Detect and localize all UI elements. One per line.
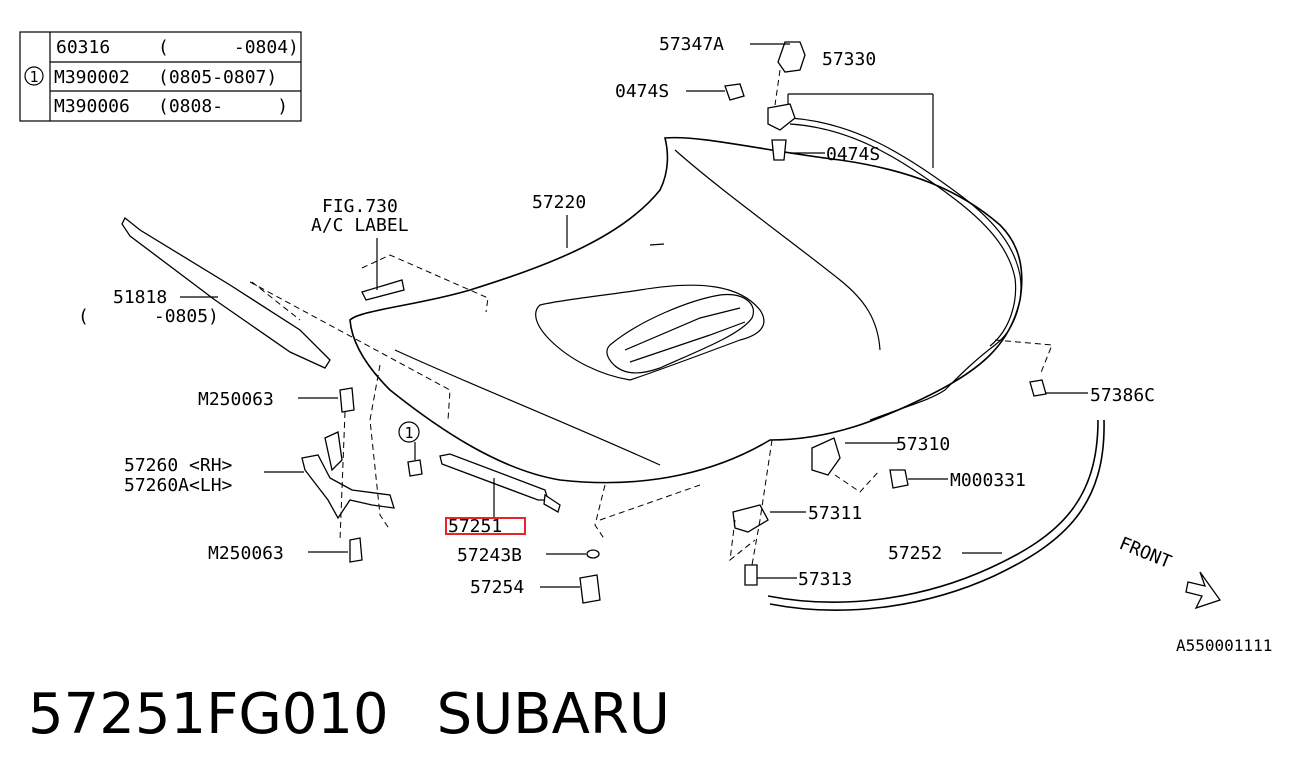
label-0474s-lower: 0474S (826, 144, 880, 165)
legend-part-1: 60316 (56, 37, 110, 58)
part-number: 57251FG010 (28, 682, 389, 747)
front-indicator: FRONT (1116, 533, 1222, 610)
ac-label (361, 238, 489, 313)
marker-circle (398, 421, 420, 443)
front-arrow-icon (1185, 571, 1222, 610)
label-57252: 57252 (888, 543, 942, 564)
label-m000331: M000331 (950, 470, 1026, 491)
label-57220: 57220 (532, 192, 586, 213)
label-0474s-upper: 0474S (615, 81, 669, 102)
label-51818: 51818 (113, 287, 167, 308)
diagram-code: A550001111 (1176, 636, 1273, 655)
seal-51818 (121, 216, 451, 421)
label-ac-label: A/C LABEL (311, 215, 409, 236)
cable-57330 (787, 93, 1022, 421)
legend-table: 1 60316 ( -0804) M390002 (0805-0807) M39… (19, 31, 302, 122)
label-57243b: 57243B (457, 545, 522, 566)
legend-range-1: ( -0804) (158, 37, 299, 58)
label-57251: 57251 (448, 516, 502, 537)
hinge-57260 (264, 364, 395, 563)
legend-marker: 1 (29, 68, 38, 86)
bracket-57311 (729, 439, 806, 586)
label-m250063-lower: M250063 (208, 543, 284, 564)
front-label: FRONT (1116, 533, 1174, 573)
strut-57251: 1 (398, 421, 561, 535)
brand-name: SUBARU (436, 682, 670, 747)
marker-1: 1 (404, 424, 413, 442)
legend-part-2: M390002 (54, 67, 130, 88)
label-51818-range: ( -0805) (78, 306, 219, 327)
weatherstrip-57252 (767, 419, 1105, 611)
label-57310: 57310 (896, 434, 950, 455)
legend-range-2: (0805-0807) (158, 67, 277, 88)
label-57313: 57313 (798, 569, 852, 590)
legend-marker-circle (24, 66, 44, 86)
hinge-57310 (811, 437, 948, 493)
label-57254: 57254 (470, 577, 524, 598)
bumpers (540, 484, 701, 604)
highlight-box (445, 517, 526, 535)
footer-title: 57251FG010 SUBARU (28, 682, 718, 747)
label-57260-rh: 57260 <RH> (124, 455, 233, 476)
label-57386c: 57386C (1090, 385, 1155, 406)
label-57311: 57311 (808, 503, 862, 524)
legend-part-3: M390006 (54, 96, 130, 117)
clip-57386c (994, 339, 1088, 397)
label-57347a: 57347A (659, 34, 724, 55)
label-57330: 57330 (822, 49, 876, 70)
label-57260a-lh: 57260A<LH> (124, 475, 233, 496)
legend-range-3: (0808- ) (158, 96, 288, 117)
label-m250063-upper: M250063 (198, 389, 274, 410)
lock-bracket (686, 41, 825, 161)
label-fig730: FIG.730 (322, 196, 398, 217)
hood-57220 (349, 136, 1023, 484)
